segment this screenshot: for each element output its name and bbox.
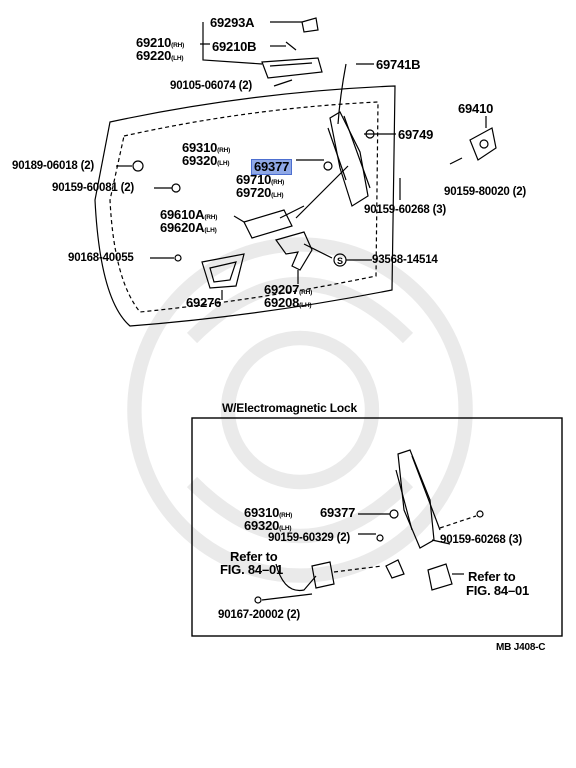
rod-69741b — [337, 63, 347, 125]
inset-refer1-line1: Refer to — [230, 549, 278, 564]
lock-rod-69710 — [295, 165, 349, 219]
label-69293a: 69293A — [210, 15, 255, 30]
svg-text:S: S — [337, 256, 343, 266]
label-69377-highlighted[interactable]: 69377 — [251, 159, 293, 175]
door-lock-assembly — [329, 111, 369, 207]
label-69720: 69720(LH) — [236, 185, 284, 200]
inside-handle-69610a — [243, 209, 293, 239]
inset-label-90159-60329: 90159-60329 (2) — [268, 532, 351, 544]
bracket-69207 — [275, 231, 313, 271]
label-69220: 69220(LH) — [136, 48, 184, 63]
inset-refer2-line2: FIG. 84–01 — [466, 583, 530, 598]
inset-solenoid-left — [311, 561, 335, 589]
label-69210b: 69210B — [212, 39, 257, 54]
inset-refer2-line1: Refer to — [468, 569, 516, 584]
label-69710: 69710(RH) — [236, 172, 285, 187]
label-69749: 69749 — [398, 127, 434, 142]
inset-label-90167: 90167-20002 (2) — [218, 609, 301, 621]
inset-label-69310: 69310(RH) — [244, 505, 293, 520]
label-90189: 90189-06018 (2) — [12, 160, 95, 172]
label-69610a: 69610A(RH) — [160, 207, 218, 222]
door-panel-outline — [94, 85, 396, 327]
door-panel-inner-outline — [109, 101, 379, 313]
label-69620a: 69620A(LH) — [160, 220, 217, 235]
label-69207: 69207(RH) — [264, 282, 313, 297]
inset-label-69320: 69320(LH) — [244, 518, 292, 533]
label-69276: 69276 — [186, 295, 222, 310]
screw-69210b — [285, 41, 297, 51]
striker-69410 — [469, 127, 497, 161]
label-69741b: 69741B — [376, 57, 421, 72]
label-90159-60081: 90159-60081 (2) — [52, 182, 135, 194]
inset-label-90159-60268: 90159-60268 (3) — [440, 534, 523, 546]
label-69210: 69210(RH) — [136, 35, 185, 50]
inset-refer1-line2: FIG. 84–01 — [220, 562, 284, 577]
label-69208: 69208(LH) — [264, 295, 312, 310]
handle-bracket-69210 — [261, 57, 323, 79]
inset-solenoid-right — [427, 563, 453, 591]
inset-title: W/Electromagnetic Lock — [222, 401, 357, 415]
diagram-code: MB J408-C — [496, 642, 546, 653]
inset-label-69377: 69377 — [320, 505, 356, 520]
label-69410: 69410 — [458, 101, 494, 116]
label-69320: 69320(LH) — [182, 153, 230, 168]
label-90105: 90105-06074 (2) — [170, 80, 253, 92]
leader-69210 — [200, 22, 263, 65]
clip-69293a — [301, 17, 319, 33]
label-69310: 69310(RH) — [182, 140, 231, 155]
inset-frame — [191, 417, 563, 637]
label-90168: 90168-40055 — [68, 252, 134, 264]
label-90159-60268: 90159-60268 (3) — [364, 204, 447, 216]
bezel-69276 — [201, 253, 245, 289]
label-90159-80020: 90159-80020 (2) — [444, 186, 527, 198]
label-93568: 93568-14514 — [372, 254, 438, 266]
watermark-emblem — [127, 237, 473, 583]
